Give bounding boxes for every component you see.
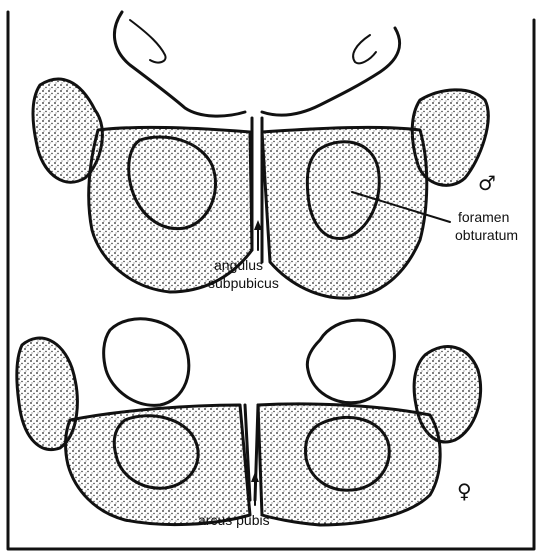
male-sacrum-left bbox=[114, 12, 245, 116]
arcus-label: arcus pubis bbox=[198, 512, 270, 528]
male-symbol: ♂ bbox=[478, 171, 496, 195]
angulus-label-line1: angulus bbox=[214, 257, 263, 273]
female-left-pubis-stipple bbox=[66, 405, 250, 525]
foramen-label-line2: obturatum bbox=[455, 227, 518, 243]
angulus-label-line2: subpubicus bbox=[208, 275, 279, 291]
female-symbol: ♀ bbox=[457, 479, 472, 503]
male-sacrum-inner-right bbox=[353, 35, 376, 63]
female-sacrum-right bbox=[307, 320, 394, 403]
female-sacrum-left bbox=[104, 319, 189, 405]
male-right-pubis-stipple bbox=[262, 127, 427, 298]
male-sacrum-right bbox=[262, 28, 400, 115]
female-pelvis bbox=[17, 319, 481, 525]
arcus-pointer-arrow bbox=[251, 472, 259, 482]
male-pelvis bbox=[33, 12, 488, 298]
foramen-label-line1: foramen bbox=[458, 209, 509, 225]
male-sacrum-inner-left bbox=[130, 20, 166, 62]
